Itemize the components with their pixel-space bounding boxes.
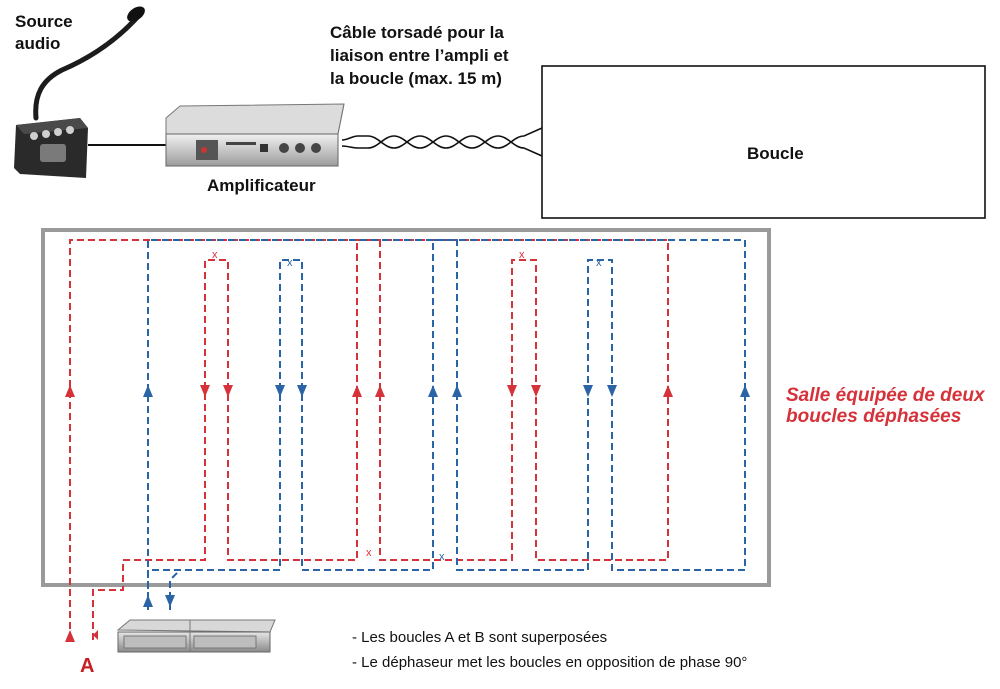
svg-text:x: x — [519, 249, 525, 261]
cable-note-line2: liaison entre l’ampli et — [330, 46, 509, 65]
loop-a-arrows — [65, 385, 673, 642]
cable-note-line3: la boucle (max. 15 m) — [330, 69, 502, 88]
room-outline — [41, 228, 771, 587]
loop-label: Boucle — [747, 144, 804, 163]
svg-text:x: x — [596, 257, 602, 269]
cable-note-line1: Câble torsadé pour la — [330, 23, 504, 42]
phase-shifter-device-icon — [116, 619, 276, 653]
amplifier-device-icon — [165, 103, 345, 167]
loop-crossings: x x x x x x — [212, 249, 602, 563]
note-superposed: - Les boucles A et B sont superposées — [352, 629, 607, 646]
amplifier-label: Amplificateur — [207, 176, 316, 195]
note-phase-shift: - Le déphaseur met les boucles en opposi… — [352, 654, 747, 671]
source-label-line1: Source — [15, 12, 73, 31]
room-callout-line1: Salle équipée de deux — [786, 385, 986, 406]
room-callout-line2: boucles déphasées — [786, 406, 961, 427]
loop-a-marker: A — [80, 655, 94, 677]
loop-box — [541, 65, 986, 219]
source-label-line2: audio — [15, 34, 60, 53]
loop-b-arrows — [143, 385, 750, 607]
svg-text:x: x — [287, 257, 293, 269]
loop-b-path — [147, 239, 746, 610]
svg-text:x: x — [212, 249, 218, 261]
twisted-pair-cable — [341, 127, 543, 157]
loop-a-path — [69, 239, 669, 640]
svg-text:x: x — [366, 547, 372, 559]
microphone-source-icon — [14, 6, 145, 178]
svg-text:x: x — [439, 551, 445, 563]
